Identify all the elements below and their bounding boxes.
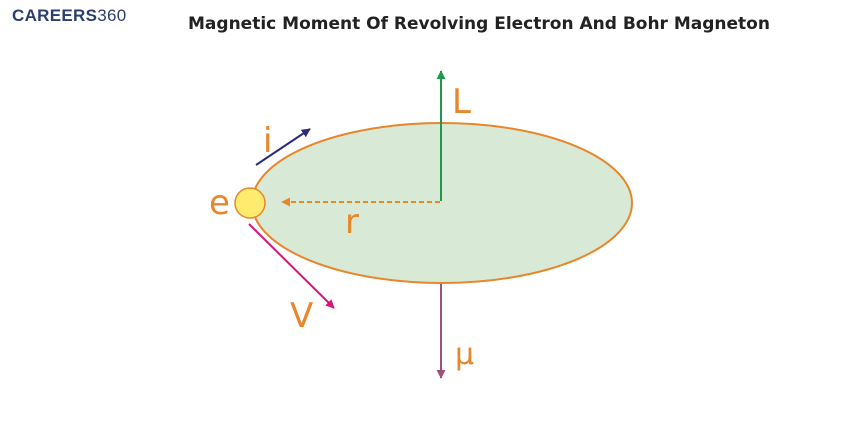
label-mu: μ (455, 337, 474, 372)
logo-number: 360 (97, 6, 127, 25)
label-r: r (345, 202, 359, 242)
logo-brand: CAREERS (12, 6, 98, 25)
label-L: L (452, 82, 471, 122)
label-i: i (263, 121, 272, 161)
page-title: Magnetic Moment Of Revolving Electron An… (188, 14, 770, 34)
label-V: V (290, 296, 313, 336)
label-e: e (209, 183, 230, 223)
careers360-logo: CAREERS360 (12, 4, 127, 28)
velocity-arrow (248, 223, 335, 309)
current-arrow (255, 128, 311, 166)
electron (234, 187, 266, 219)
